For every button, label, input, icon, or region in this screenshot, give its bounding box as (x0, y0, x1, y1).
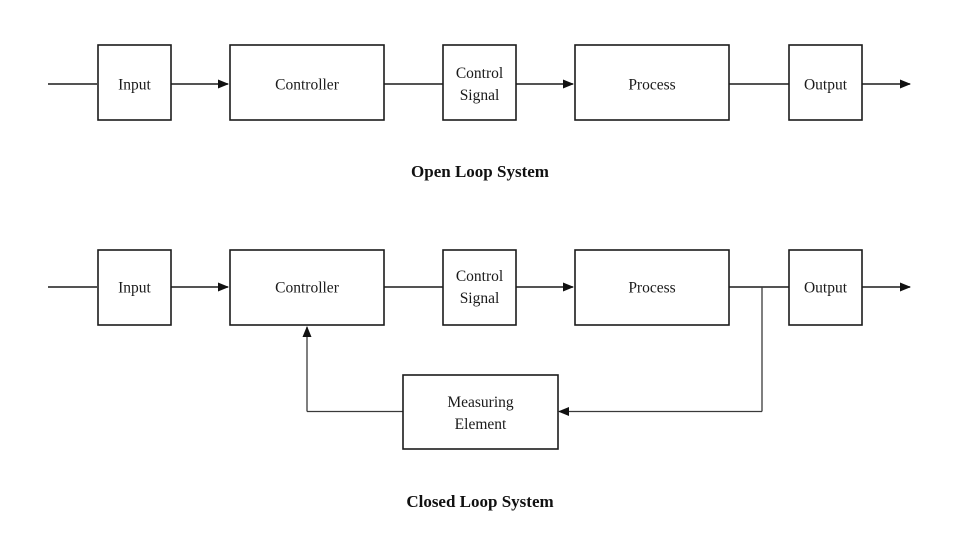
open-output-box (788, 44, 863, 121)
open-process-label: Process (628, 77, 675, 94)
open-loop-title: Open Loop System (411, 162, 549, 181)
closed-input-box (97, 249, 172, 326)
open-control-signal-box (442, 44, 517, 121)
measuring-element-box (402, 374, 559, 450)
closed-control-signal-box (442, 249, 517, 326)
open-input-box (97, 44, 172, 121)
closed-control-signal-label-line2: Signal (460, 290, 500, 307)
closed-output-label: Output (804, 280, 848, 297)
closed-process-box (574, 249, 730, 326)
closed-output-box (788, 249, 863, 326)
measuring-element-label-line1: Measuring (447, 394, 514, 411)
open-process-box (574, 44, 730, 121)
closed-controller-label: Controller (275, 280, 340, 297)
open-output-label: Output (804, 77, 848, 94)
closed-loop-title: Closed Loop System (406, 492, 553, 511)
closed-input-label: Input (118, 280, 151, 297)
measuring-element-label-line2: Element (455, 416, 507, 433)
open-input-label: Input (118, 77, 151, 94)
open-loop-diagram: Input Controller Control Signal Process … (48, 44, 911, 181)
open-controller-label: Controller (275, 77, 340, 94)
closed-control-signal-label-line1: Control (456, 268, 503, 285)
closed-process-label: Process (628, 280, 675, 297)
closed-controller-box (229, 249, 385, 326)
open-control-signal-label-line2: Signal (460, 87, 500, 104)
open-control-signal-label-line1: Control (456, 65, 503, 82)
closed-loop-diagram: Input Controller Control Signal Process … (48, 249, 911, 511)
open-controller-box (229, 44, 385, 121)
